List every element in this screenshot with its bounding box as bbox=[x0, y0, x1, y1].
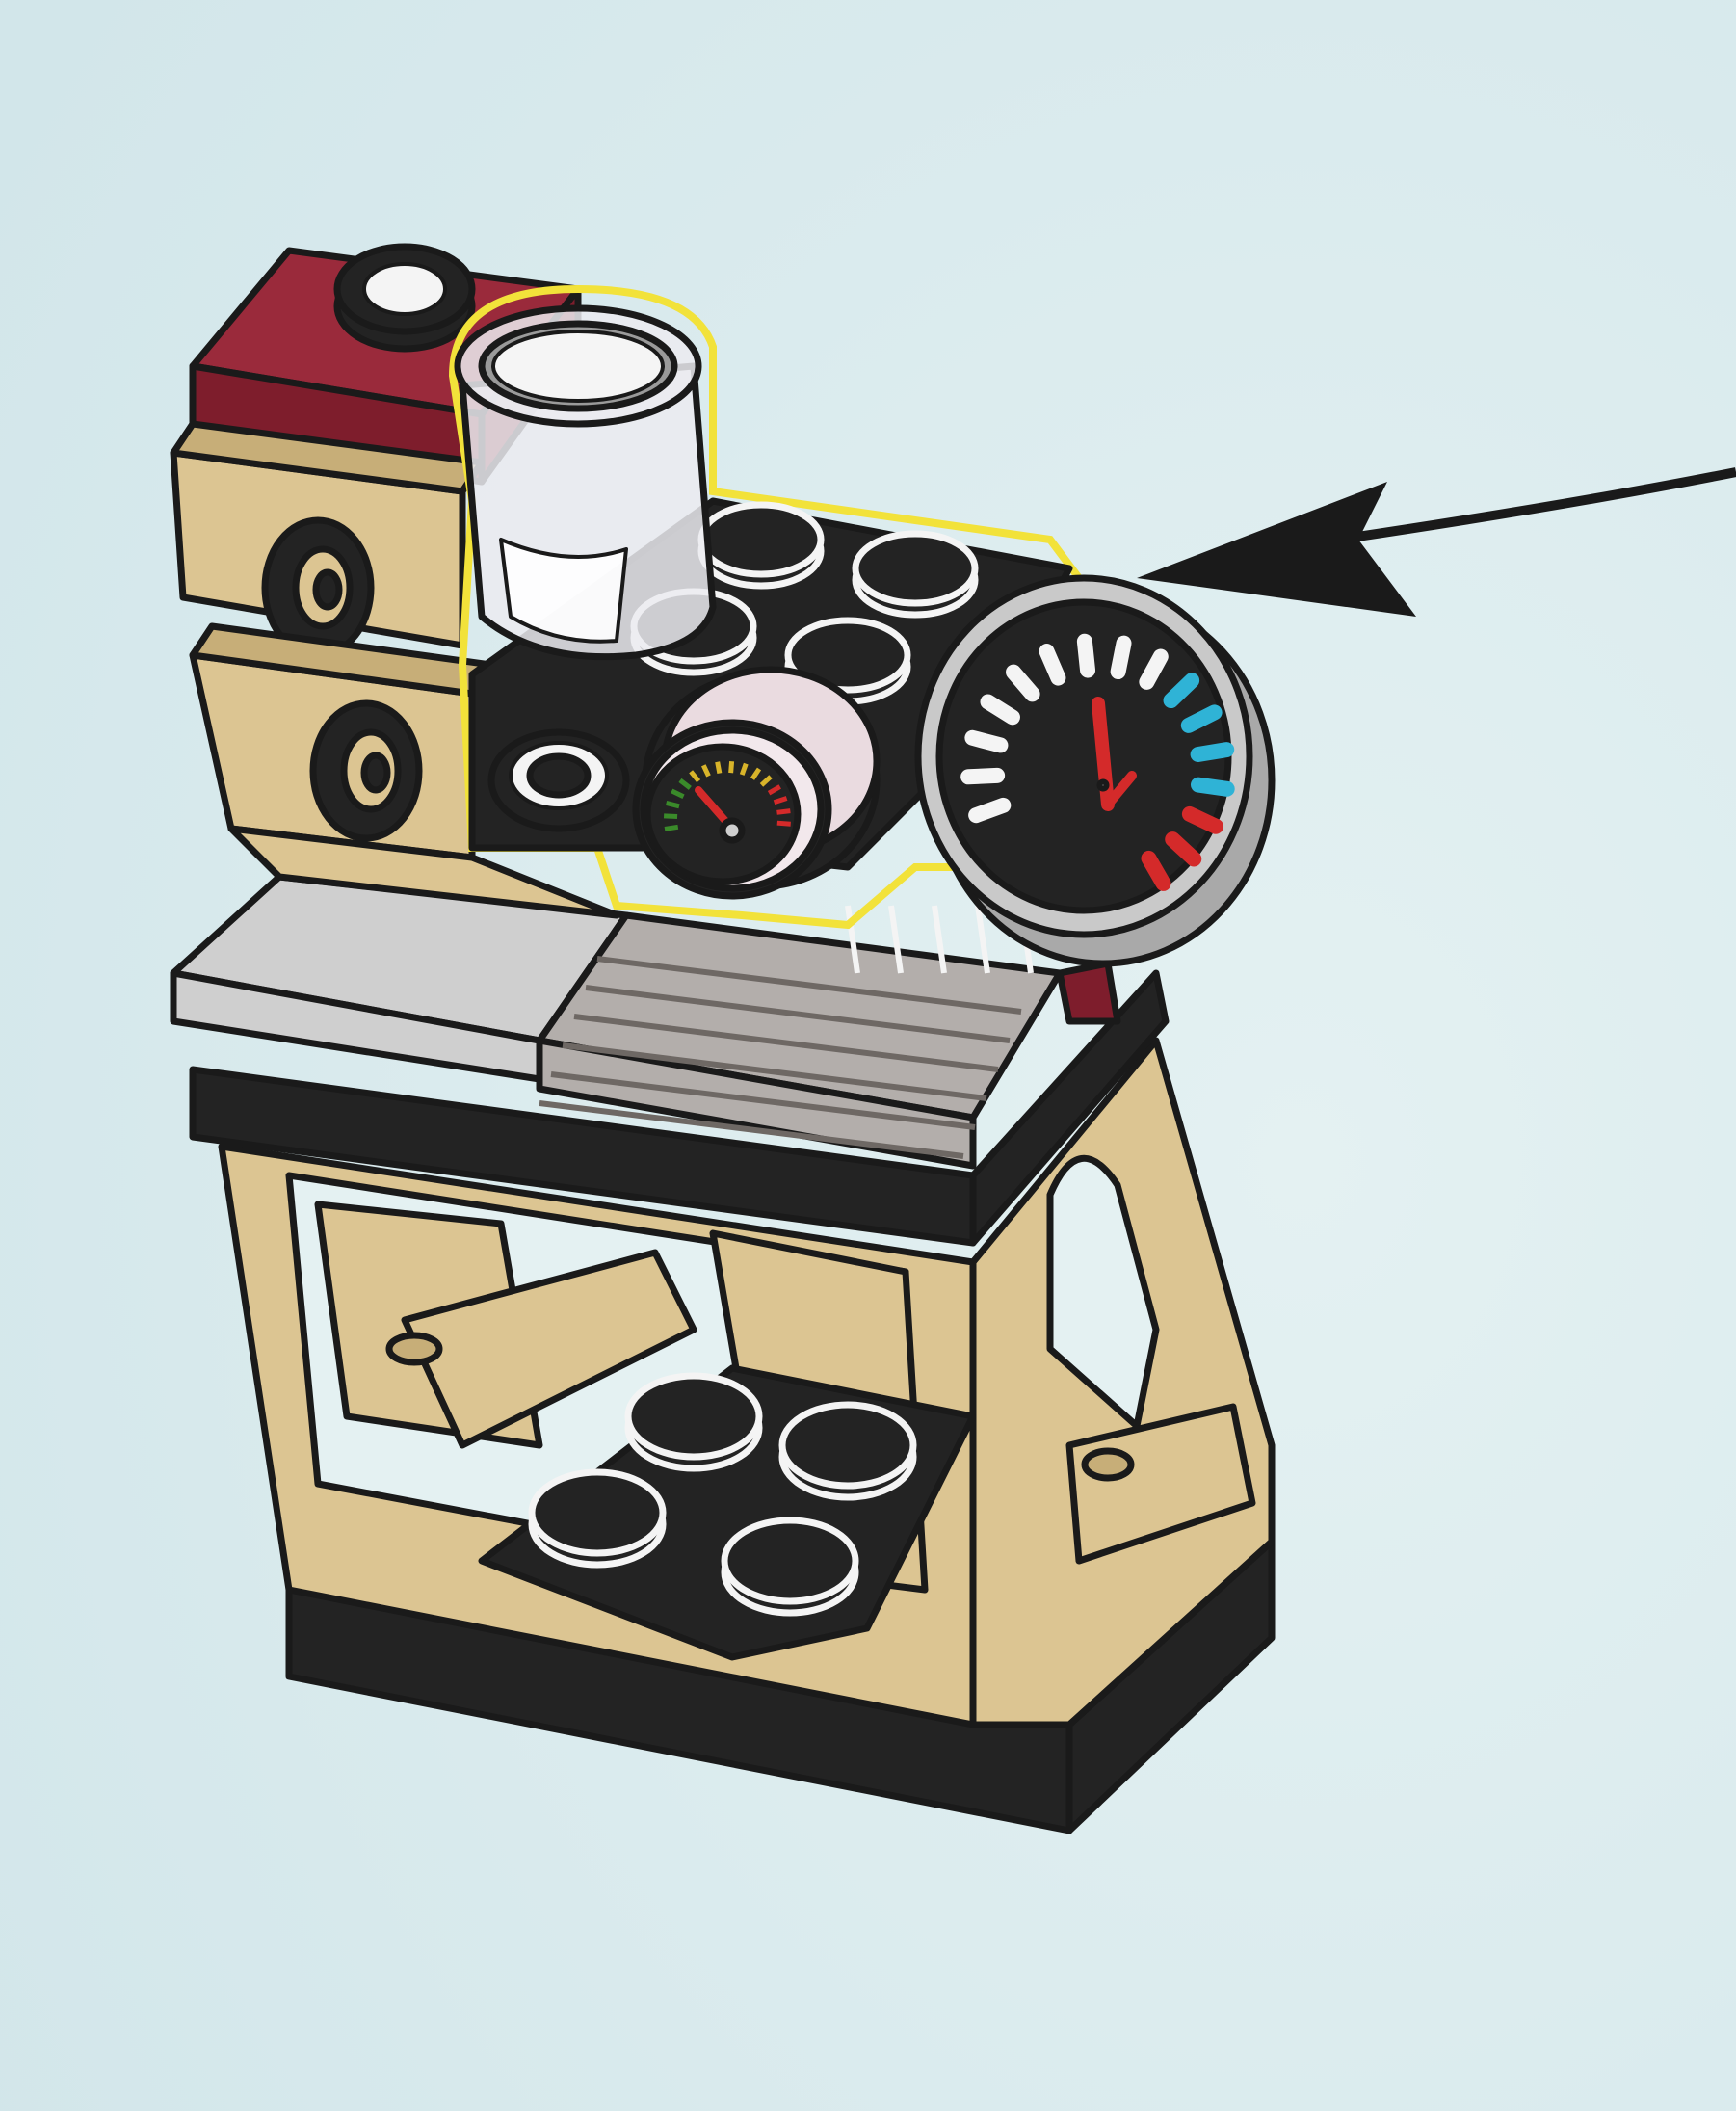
grille-slot bbox=[596, 956, 1022, 1015]
worktop bbox=[170, 873, 1121, 1170]
small-gauge-tick bbox=[671, 788, 685, 799]
grille-slot bbox=[562, 1042, 987, 1101]
grille-slot bbox=[573, 1014, 999, 1072]
gauge-tick bbox=[1006, 664, 1040, 702]
small-gauge-tick bbox=[776, 808, 791, 815]
gauge-tick bbox=[968, 797, 1012, 824]
gauge-ticks bbox=[960, 633, 1235, 891]
grille-slot bbox=[539, 1100, 964, 1159]
gauge-tick bbox=[1110, 635, 1132, 680]
arrow-head bbox=[1137, 482, 1416, 617]
cabinet-base bbox=[189, 969, 1276, 1834]
grille-slot bbox=[585, 985, 1011, 1043]
grille-tine bbox=[845, 905, 860, 974]
small-gauge-tick bbox=[776, 820, 791, 827]
gauge-tick bbox=[1039, 644, 1066, 686]
grille-slots bbox=[539, 905, 1034, 1159]
bottom-studs bbox=[528, 1372, 917, 1617]
grille-tine bbox=[888, 905, 904, 974]
small-gauge-tick bbox=[739, 762, 749, 776]
highlight-outline bbox=[448, 284, 1084, 930]
small-gauge-tick bbox=[715, 761, 723, 775]
small-gauge-tick bbox=[767, 784, 781, 796]
gauge-tick bbox=[960, 767, 1006, 785]
gauge-tick bbox=[1181, 805, 1224, 834]
small-gauge-tick bbox=[701, 764, 711, 778]
small-gauge-tick bbox=[689, 770, 701, 783]
transparent-glass-cup bbox=[454, 304, 717, 661]
installed-gauge bbox=[632, 666, 881, 900]
small-gauge-tick bbox=[728, 760, 735, 774]
callout-gauge-tile bbox=[914, 574, 1276, 967]
small-gauge-tick bbox=[773, 796, 788, 805]
small-gauge-tick bbox=[664, 824, 679, 831]
grille-tine bbox=[975, 905, 990, 974]
grille-slot bbox=[550, 1071, 976, 1130]
gauge-tick bbox=[1141, 850, 1171, 891]
gauge-tick bbox=[980, 694, 1020, 726]
gauge-tick bbox=[1076, 633, 1096, 678]
side-arch-window bbox=[1046, 1155, 1160, 1430]
gauge-tick bbox=[1190, 777, 1235, 797]
gauge-tick bbox=[1163, 673, 1200, 709]
callout-arrow bbox=[1137, 467, 1736, 617]
gauge-tick bbox=[1190, 742, 1235, 762]
small-gauge-tick bbox=[665, 801, 680, 809]
small-gauge-tick bbox=[750, 767, 762, 780]
gauge-tick bbox=[964, 729, 1009, 753]
gauge-tick bbox=[1165, 831, 1202, 867]
grille-tine bbox=[932, 905, 947, 974]
gauge-tick bbox=[1139, 648, 1169, 690]
gauge-tick bbox=[1180, 704, 1223, 733]
small-gauge-tick bbox=[663, 813, 678, 819]
small-gauge-tick bbox=[678, 778, 692, 790]
small-gauge-tick bbox=[759, 775, 773, 787]
